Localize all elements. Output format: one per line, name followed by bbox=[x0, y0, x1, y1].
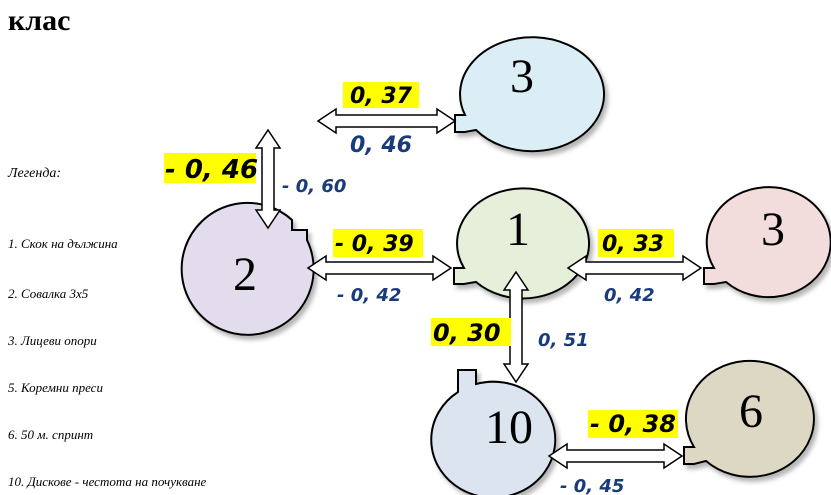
node-2-shape bbox=[180, 201, 315, 336]
highlight-e1 bbox=[343, 82, 419, 108]
edge-e6-lower: - 0, 45 bbox=[560, 476, 624, 495]
node-2-label: 2 bbox=[233, 248, 257, 301]
node-6-label: 6 bbox=[739, 385, 763, 438]
edge-e6-upper: - 0, 38 bbox=[590, 410, 676, 438]
arrow-10-6 bbox=[547, 442, 684, 470]
node-3-top: 3 bbox=[454, 36, 606, 153]
arrow-2-3top bbox=[316, 107, 457, 135]
edge-e3-upper: - 0, 39 bbox=[335, 232, 414, 257]
edge-e1-lower: 0, 46 bbox=[350, 133, 412, 158]
node-10: 10 bbox=[430, 369, 557, 495]
legend-item-5: 5. Коремни преси bbox=[8, 380, 103, 395]
edge-e2-lower: - 0, 60 bbox=[282, 176, 346, 197]
node-6-shape bbox=[683, 359, 815, 478]
edge-e4-lower: 0, 42 bbox=[604, 285, 655, 306]
node-3-right-shape bbox=[703, 186, 831, 299]
node-3-top-label: 3 bbox=[510, 50, 534, 103]
node-10-shape bbox=[430, 369, 557, 495]
legend-item-3: 3. Лицеви опори bbox=[8, 333, 97, 348]
edge-e5-upper: 0, 30 bbox=[433, 319, 501, 347]
node-1: 1 bbox=[453, 187, 590, 300]
highlight-e5 bbox=[431, 318, 511, 346]
node-3-top-shape bbox=[454, 36, 606, 153]
node-6: 6 bbox=[683, 359, 815, 478]
legend-item-10: 10. Дискове - честота на почукване bbox=[8, 474, 207, 489]
node-10-label: 10 bbox=[485, 401, 533, 454]
page-title: клас bbox=[8, 4, 71, 37]
highlight-e4 bbox=[598, 229, 674, 257]
highlight-e6 bbox=[588, 410, 678, 438]
node-3-right-label: 3 bbox=[761, 203, 785, 256]
highlight-e3 bbox=[333, 229, 423, 257]
edge-e4-upper: 0, 33 bbox=[602, 232, 664, 257]
node-1-label: 1 bbox=[506, 203, 530, 256]
edge-e5-lower: 0, 51 bbox=[538, 330, 589, 351]
legend-heading: Легенда: bbox=[8, 166, 62, 181]
edge-e3-lower: - 0, 42 bbox=[337, 285, 401, 306]
arrow-1-3right bbox=[566, 254, 703, 282]
legend-item-2: 2. Совалка 3х5 bbox=[8, 286, 89, 301]
highlight-e2 bbox=[164, 153, 256, 183]
edge-e2-upper: - 0, 46 bbox=[165, 155, 258, 185]
arrow-1-10 bbox=[502, 270, 530, 384]
node-2: 2 bbox=[180, 201, 315, 336]
arrow-2-vertical bbox=[254, 128, 282, 230]
arrow-2-1 bbox=[306, 254, 453, 282]
legend-item-6: 6. 50 м. спринт bbox=[8, 427, 94, 442]
node-3-right: 3 bbox=[703, 186, 831, 299]
legend-item-1: 1. Скок на дължина bbox=[8, 236, 118, 251]
edge-e1-upper: 0, 37 bbox=[350, 84, 413, 109]
node-1-shape bbox=[453, 187, 590, 300]
